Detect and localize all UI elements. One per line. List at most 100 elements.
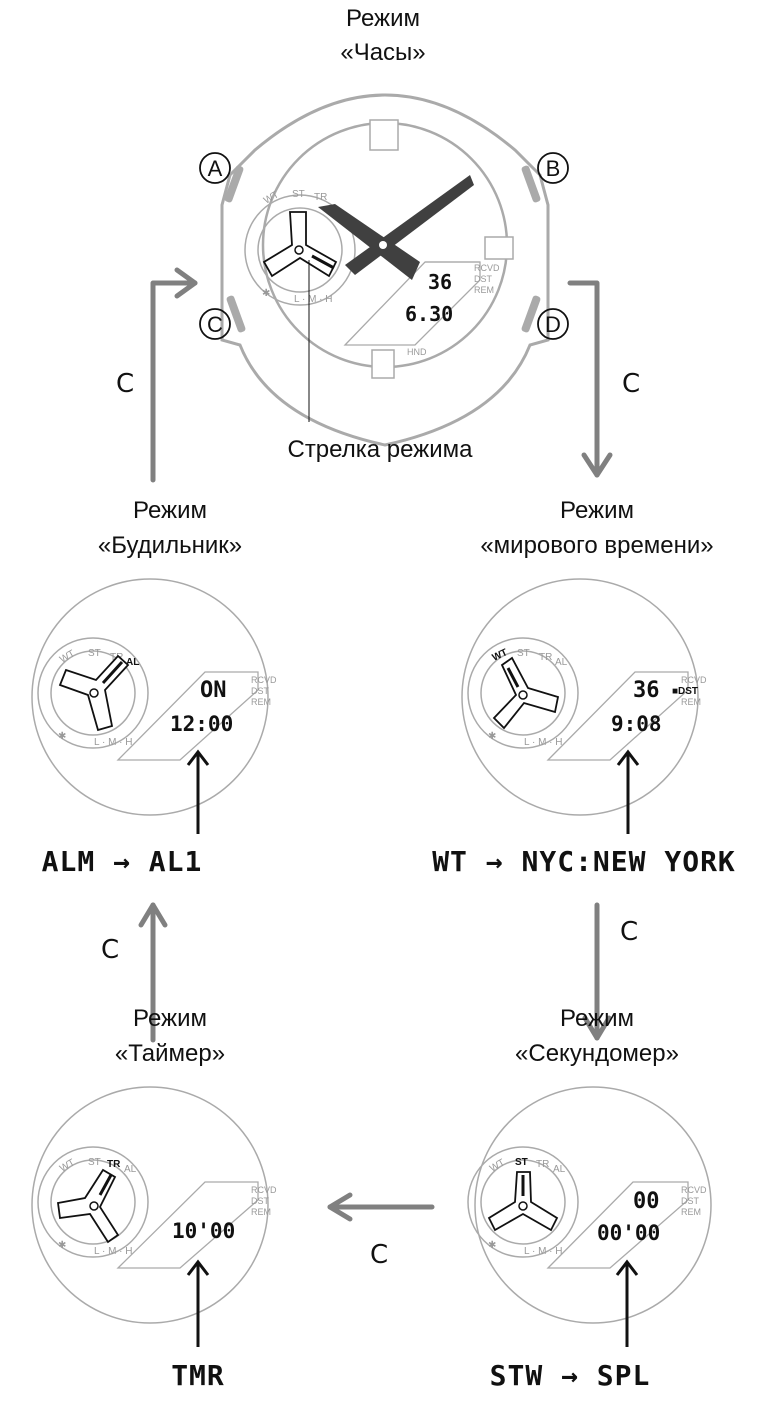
svg-text:REM: REM [251, 1207, 271, 1217]
svg-text:WT: WT [58, 1157, 77, 1174]
watch-case [220, 93, 550, 447]
bluetooth-icon: ✱ [488, 1240, 496, 1251]
alarm-pointer-arrow [186, 749, 210, 834]
svg-text:B: B [546, 156, 561, 181]
mode-subdial: WT ST TR L · M · H ✱ [244, 189, 356, 306]
lcd-bottom: 10'00 [172, 1219, 235, 1243]
svg-text:REM: REM [251, 697, 271, 707]
svg-text:TR: TR [107, 1159, 121, 1170]
timer-code: TMR [171, 1359, 225, 1392]
svg-text:L · M · H: L · M · H [524, 1246, 563, 1257]
svg-text:ST: ST [88, 648, 101, 659]
svg-text:L · M · H: L · M · H [524, 737, 563, 748]
svg-text:AL: AL [126, 657, 139, 668]
mode-hand [262, 211, 338, 278]
transition-label-left-mid: C [101, 935, 119, 965]
timekeeping-mode-label-line1: Режим [346, 5, 420, 32]
svg-text:TR: TR [314, 192, 327, 203]
bluetooth-icon: ✱ [58, 1240, 66, 1251]
svg-text:ST: ST [292, 189, 305, 200]
bluetooth-icon: ✱ [262, 288, 270, 299]
arrow-alarm-to-timekeeping [150, 267, 198, 483]
lcd-top: 36 [428, 270, 452, 294]
svg-text:RCVD: RCVD [251, 1185, 277, 1195]
svg-text:DST: DST [251, 1196, 270, 1206]
button-b-label: B [537, 152, 569, 184]
svg-text:DST: DST [251, 686, 270, 696]
svg-text:WT: WT [58, 648, 77, 665]
stopwatch-pointer-arrow [615, 1259, 639, 1347]
lcd-bottom: 00'00 [597, 1221, 660, 1245]
svg-text:ST: ST [515, 1157, 528, 1168]
svg-text:WT: WT [262, 189, 281, 206]
svg-text:REM: REM [681, 697, 701, 707]
svg-text:RCVD: RCVD [681, 1185, 707, 1195]
bluetooth-icon: ✱ [488, 731, 496, 742]
transition-label-left-top: C [116, 369, 134, 399]
svg-text:TR: TR [536, 1159, 549, 1170]
svg-text:L · M · H: L · M · H [294, 294, 333, 305]
hand-pivot [379, 241, 387, 249]
svg-text:ST: ST [517, 648, 530, 659]
minute-hand [345, 175, 474, 275]
button-a-pusher[interactable] [224, 165, 245, 203]
worldtime-code: WT → NYC:NEW YORK [432, 845, 736, 878]
indicator-rem: REM [474, 285, 494, 295]
svg-text:TR: TR [539, 652, 552, 663]
transition-label-right-mid: C [620, 917, 638, 947]
arrow-worldtime-to-stopwatch [582, 902, 612, 1041]
lcd-bottom: 12:00 [170, 712, 233, 736]
mode-hand [487, 1171, 559, 1232]
svg-text:D: D [545, 312, 561, 337]
svg-text:ST: ST [88, 1157, 101, 1168]
hour-hand [318, 204, 420, 280]
button-b-pusher[interactable] [521, 165, 542, 203]
transition-label-right-top: C [622, 369, 640, 399]
button-d-pusher[interactable] [521, 295, 542, 333]
timer-watch: WT ST TR AL L · M · H ✱ 10'00 RCVD DST R… [31, 1086, 277, 1324]
marker-3 [484, 236, 514, 260]
timer-mode-label-line1: Режим [133, 1005, 207, 1032]
button-d-label: D [537, 308, 569, 340]
svg-text:A: A [208, 156, 223, 181]
button-c-label: C [199, 308, 231, 340]
marker-6 [371, 349, 395, 379]
lcd-top: ON [200, 678, 227, 703]
svg-text:REM: REM [681, 1207, 701, 1217]
worldtime-mode-label-line2: «мирового времени» [480, 532, 713, 559]
timekeeping-mode-label-line2: «Часы» [340, 39, 425, 66]
lcd-bottom: 9:08 [611, 712, 662, 736]
indicator-rcvd: RCVD [474, 263, 500, 273]
svg-text:WT: WT [488, 1157, 507, 1174]
worldtime-pointer-arrow [616, 749, 640, 834]
bluetooth-icon: ✱ [58, 731, 66, 742]
stopwatch-mode-label-line2: «Секундомер» [515, 1040, 679, 1067]
stopwatch-code: STW → SPL [490, 1359, 651, 1392]
alarm-mode-label-line1: Режим [133, 497, 207, 524]
alarm-mode-label-line2: «Будильник» [98, 532, 242, 559]
button-c-pusher[interactable] [226, 295, 247, 333]
arrow-timekeeping-to-worldtime [567, 280, 613, 478]
svg-text:C: C [207, 312, 223, 337]
worldtime-watch: WT ST TR AL L · M · H ✱ 36 9:08 RCVD ■DS… [461, 578, 707, 816]
stopwatch-mode-label-line1: Режим [560, 1005, 634, 1032]
button-a-label: A [199, 152, 231, 184]
svg-text:RCVD: RCVD [251, 675, 277, 685]
timer-mode-label-line2: «Таймер» [115, 1040, 225, 1067]
alarm-code: ALM → AL1 [42, 845, 203, 878]
svg-text:RCVD: RCVD [681, 675, 707, 685]
svg-text:DST: DST [681, 1196, 700, 1206]
svg-text:AL: AL [553, 1164, 566, 1175]
worldtime-mode-label-line1: Режим [560, 497, 634, 524]
marker-12 [369, 119, 399, 151]
alarm-watch: WT ST TR AL L · M · H ✱ ON 12:00 RCVD DS… [31, 578, 277, 816]
lcd-bottom: 6.30 [405, 302, 453, 326]
main-watch: A B C D WT ST TR L · M · H ✱ [199, 93, 569, 447]
transition-label-bottom: C [370, 1240, 388, 1270]
arrow-timer-to-alarm [138, 902, 168, 1043]
indicator-dst: DST [474, 274, 493, 284]
dst-marker: ■DST [672, 686, 698, 697]
stopwatch-watch: WT ST TR AL L · M · H ✱ 00 00'00 RCVD DS… [467, 1086, 712, 1324]
svg-text:AL: AL [555, 657, 568, 668]
